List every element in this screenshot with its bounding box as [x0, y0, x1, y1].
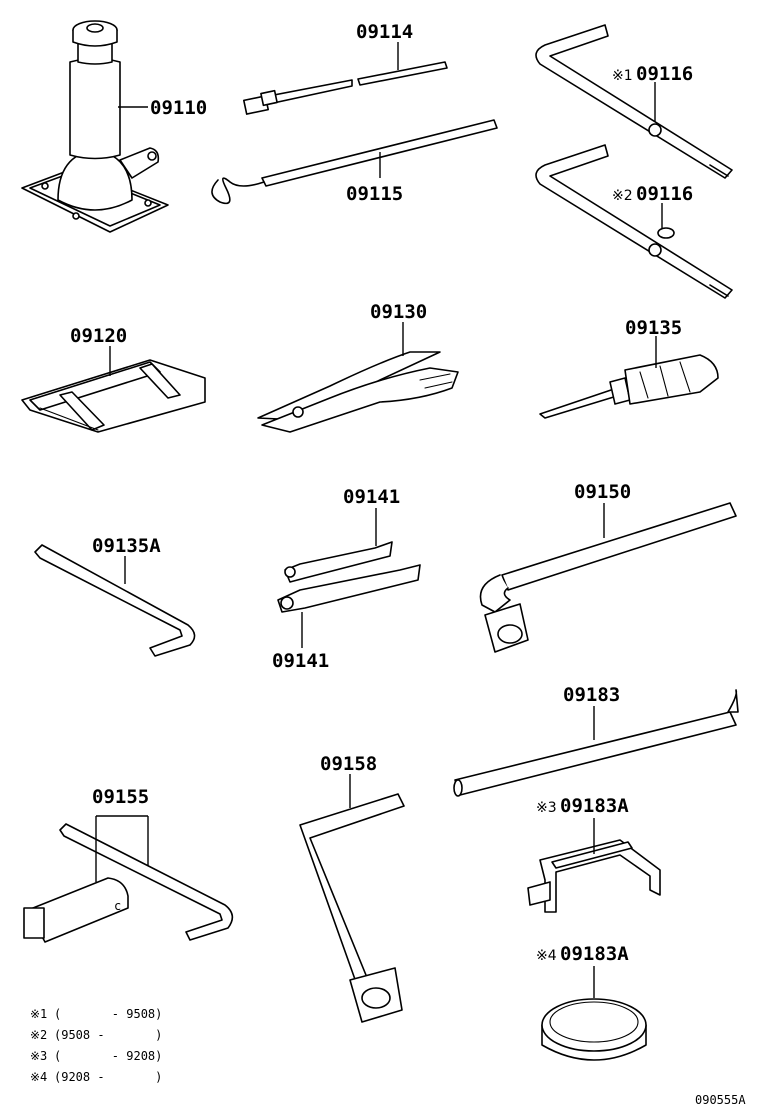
tool-bag-illustration [21, 359, 206, 433]
crank-handle-1-illustration [535, 24, 733, 179]
label-09115: 09115 [346, 183, 403, 205]
wrenches-illustration [277, 541, 421, 613]
l-socket-wrench-illustration [299, 793, 405, 1023]
label-09114: 09114 [356, 21, 413, 43]
lever-bar-illustration [453, 689, 739, 797]
label-09183: 09183 [563, 684, 620, 706]
note-range-3: ( - 9208) [54, 1049, 162, 1063]
cap-illustration [541, 998, 647, 1061]
crank-handle-2-illustration [535, 144, 733, 299]
label-09110: 09110 [150, 97, 207, 119]
mark-09116-2: ※2 [612, 188, 633, 204]
socket-and-handle-illustration: c [23, 823, 234, 943]
pliers-illustration [257, 351, 459, 433]
label-09130: 09130 [370, 301, 427, 323]
label-09158: 09158 [320, 753, 377, 775]
note-range-4: (9208 - ) [54, 1070, 162, 1084]
bracket-illustration [527, 839, 661, 913]
screwdriver-illustration [539, 354, 719, 419]
label-09141-bottom: 09141 [272, 650, 329, 672]
note-range-1: ( - 9508) [54, 1007, 162, 1021]
label-09183A-4: 09183A [560, 943, 629, 965]
extension-bar-illustration [242, 61, 448, 115]
note-mark-3: ※3 [30, 1049, 47, 1063]
hex-wrench-illustration [34, 544, 196, 657]
note-mark-2: ※2 [30, 1028, 47, 1042]
label-09116-1: 09116 [636, 63, 693, 85]
notes-legend: ※1 ( - 9508) ※2 (9508 - ) ※3 ( - 9208) ※… [30, 1007, 162, 1084]
jack-illustration [21, 20, 169, 233]
note-mark-1: ※1 [30, 1007, 47, 1021]
label-09120: 09120 [70, 325, 127, 347]
label-09135: 09135 [625, 317, 682, 339]
label-09183A-3: 09183A [560, 795, 629, 817]
lug-wrench-illustration [479, 502, 737, 653]
mark-09183A-4: ※4 [536, 948, 557, 964]
mark-09116-1: ※1 [612, 68, 633, 84]
label-09150: 09150 [574, 481, 631, 503]
svg-text:c: c [114, 899, 121, 913]
mark-09183A-3: ※3 [536, 800, 557, 816]
note-mark-4: ※4 [30, 1070, 47, 1084]
label-09135A: 09135A [92, 535, 161, 557]
label-09116-2: 09116 [636, 183, 693, 205]
note-range-2: (9508 - ) [54, 1028, 162, 1042]
label-09141-top: 09141 [343, 486, 400, 508]
figure-code: 090555A [695, 1093, 746, 1107]
label-09155: 09155 [92, 786, 149, 808]
